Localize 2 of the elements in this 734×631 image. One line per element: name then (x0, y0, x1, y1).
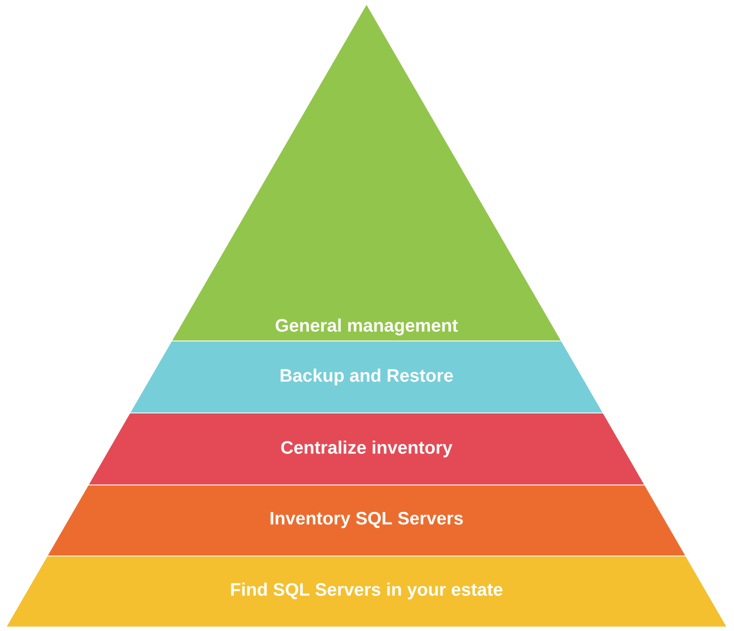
pyramid-layer: Centralize inventory (88, 412, 646, 486)
pyramid-layer: Backup and Restore (129, 340, 604, 414)
